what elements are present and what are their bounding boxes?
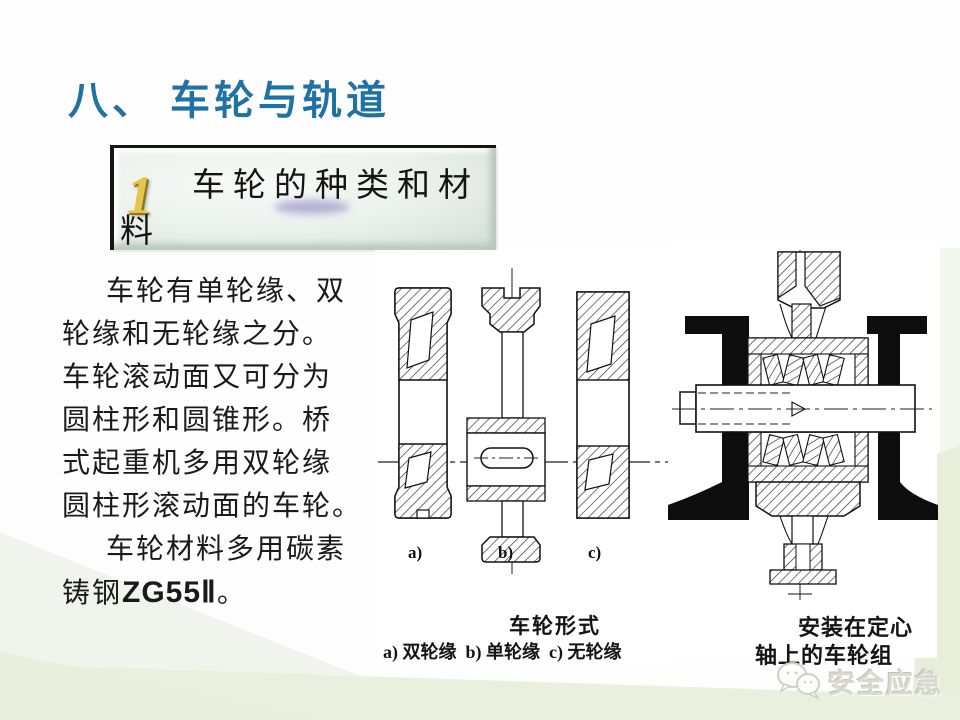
bearing-upper: [747, 337, 869, 389]
watermark: 安全应急: [775, 660, 944, 702]
page-title: 八、 车轮与轨道: [68, 78, 390, 123]
wheel-a-double-flange: [394, 287, 452, 519]
bearing-lower: [747, 431, 869, 483]
steel-grade-code: ZG55Ⅱ: [122, 576, 217, 609]
section-title-line2: 料: [120, 214, 153, 250]
speech-bubbles-icon: [777, 662, 821, 700]
watermark-text: 安全应急: [828, 668, 944, 699]
wheel-rim-top: [777, 251, 841, 339]
paragraph1-line: 车轮滚动面又可分为: [62, 362, 333, 393]
wheel-a-label: a): [408, 543, 422, 562]
wheel-types-figure: a) b) c): [378, 268, 668, 574]
wheel-c-no-flange: [576, 291, 630, 519]
wheel-rim-bottom: [755, 481, 861, 595]
section-title-line1: 车轮的种类和材: [192, 168, 479, 204]
body-text: 车轮有单轮缘、双 轮缘和无轮缘之分。 车轮滚动面又可分为 圆柱形和圆锥形。桥 式…: [62, 270, 380, 615]
paragraph1-line: 圆柱形滚动面的车轮。: [62, 491, 363, 522]
wheel-assembly-caption-line2: 轴上的车轮组: [755, 643, 894, 668]
paragraph2-line1: 车轮材料多用碳素: [106, 534, 347, 565]
wheel-c-label: c): [588, 543, 601, 562]
wheel-types-caption-title: 车轮形式: [509, 614, 601, 638]
paragraph2-suffix: 。: [216, 578, 247, 609]
blurred-smudge: [274, 200, 350, 214]
paragraph1-line: 圆柱形和圆锥形。桥: [62, 405, 333, 436]
wheel-assembly-figure: [668, 250, 938, 600]
paragraph1-line: 轮缘和无轮缘之分。: [62, 319, 333, 350]
wheel-b-label: b): [498, 543, 513, 562]
section-banner: 1 车轮的种类和材 料: [110, 145, 496, 250]
wheel-types-caption-legend: a) 双轮缘 b) 单轮缘 c) 无轮缘: [383, 642, 622, 662]
wheel-b-single-flange: [466, 268, 546, 574]
wheel-assembly-caption-line1: 安装在定心: [798, 615, 914, 640]
paragraph2-line2: 铸钢ZG55Ⅱ。: [62, 571, 380, 615]
section-number: 1: [126, 165, 153, 225]
paragraph1-line: 车轮有单轮缘、双: [106, 276, 347, 307]
paragraph1-line: 式起重机多用双轮缘: [62, 448, 333, 479]
paragraph2-prefix: 铸钢: [62, 578, 123, 609]
